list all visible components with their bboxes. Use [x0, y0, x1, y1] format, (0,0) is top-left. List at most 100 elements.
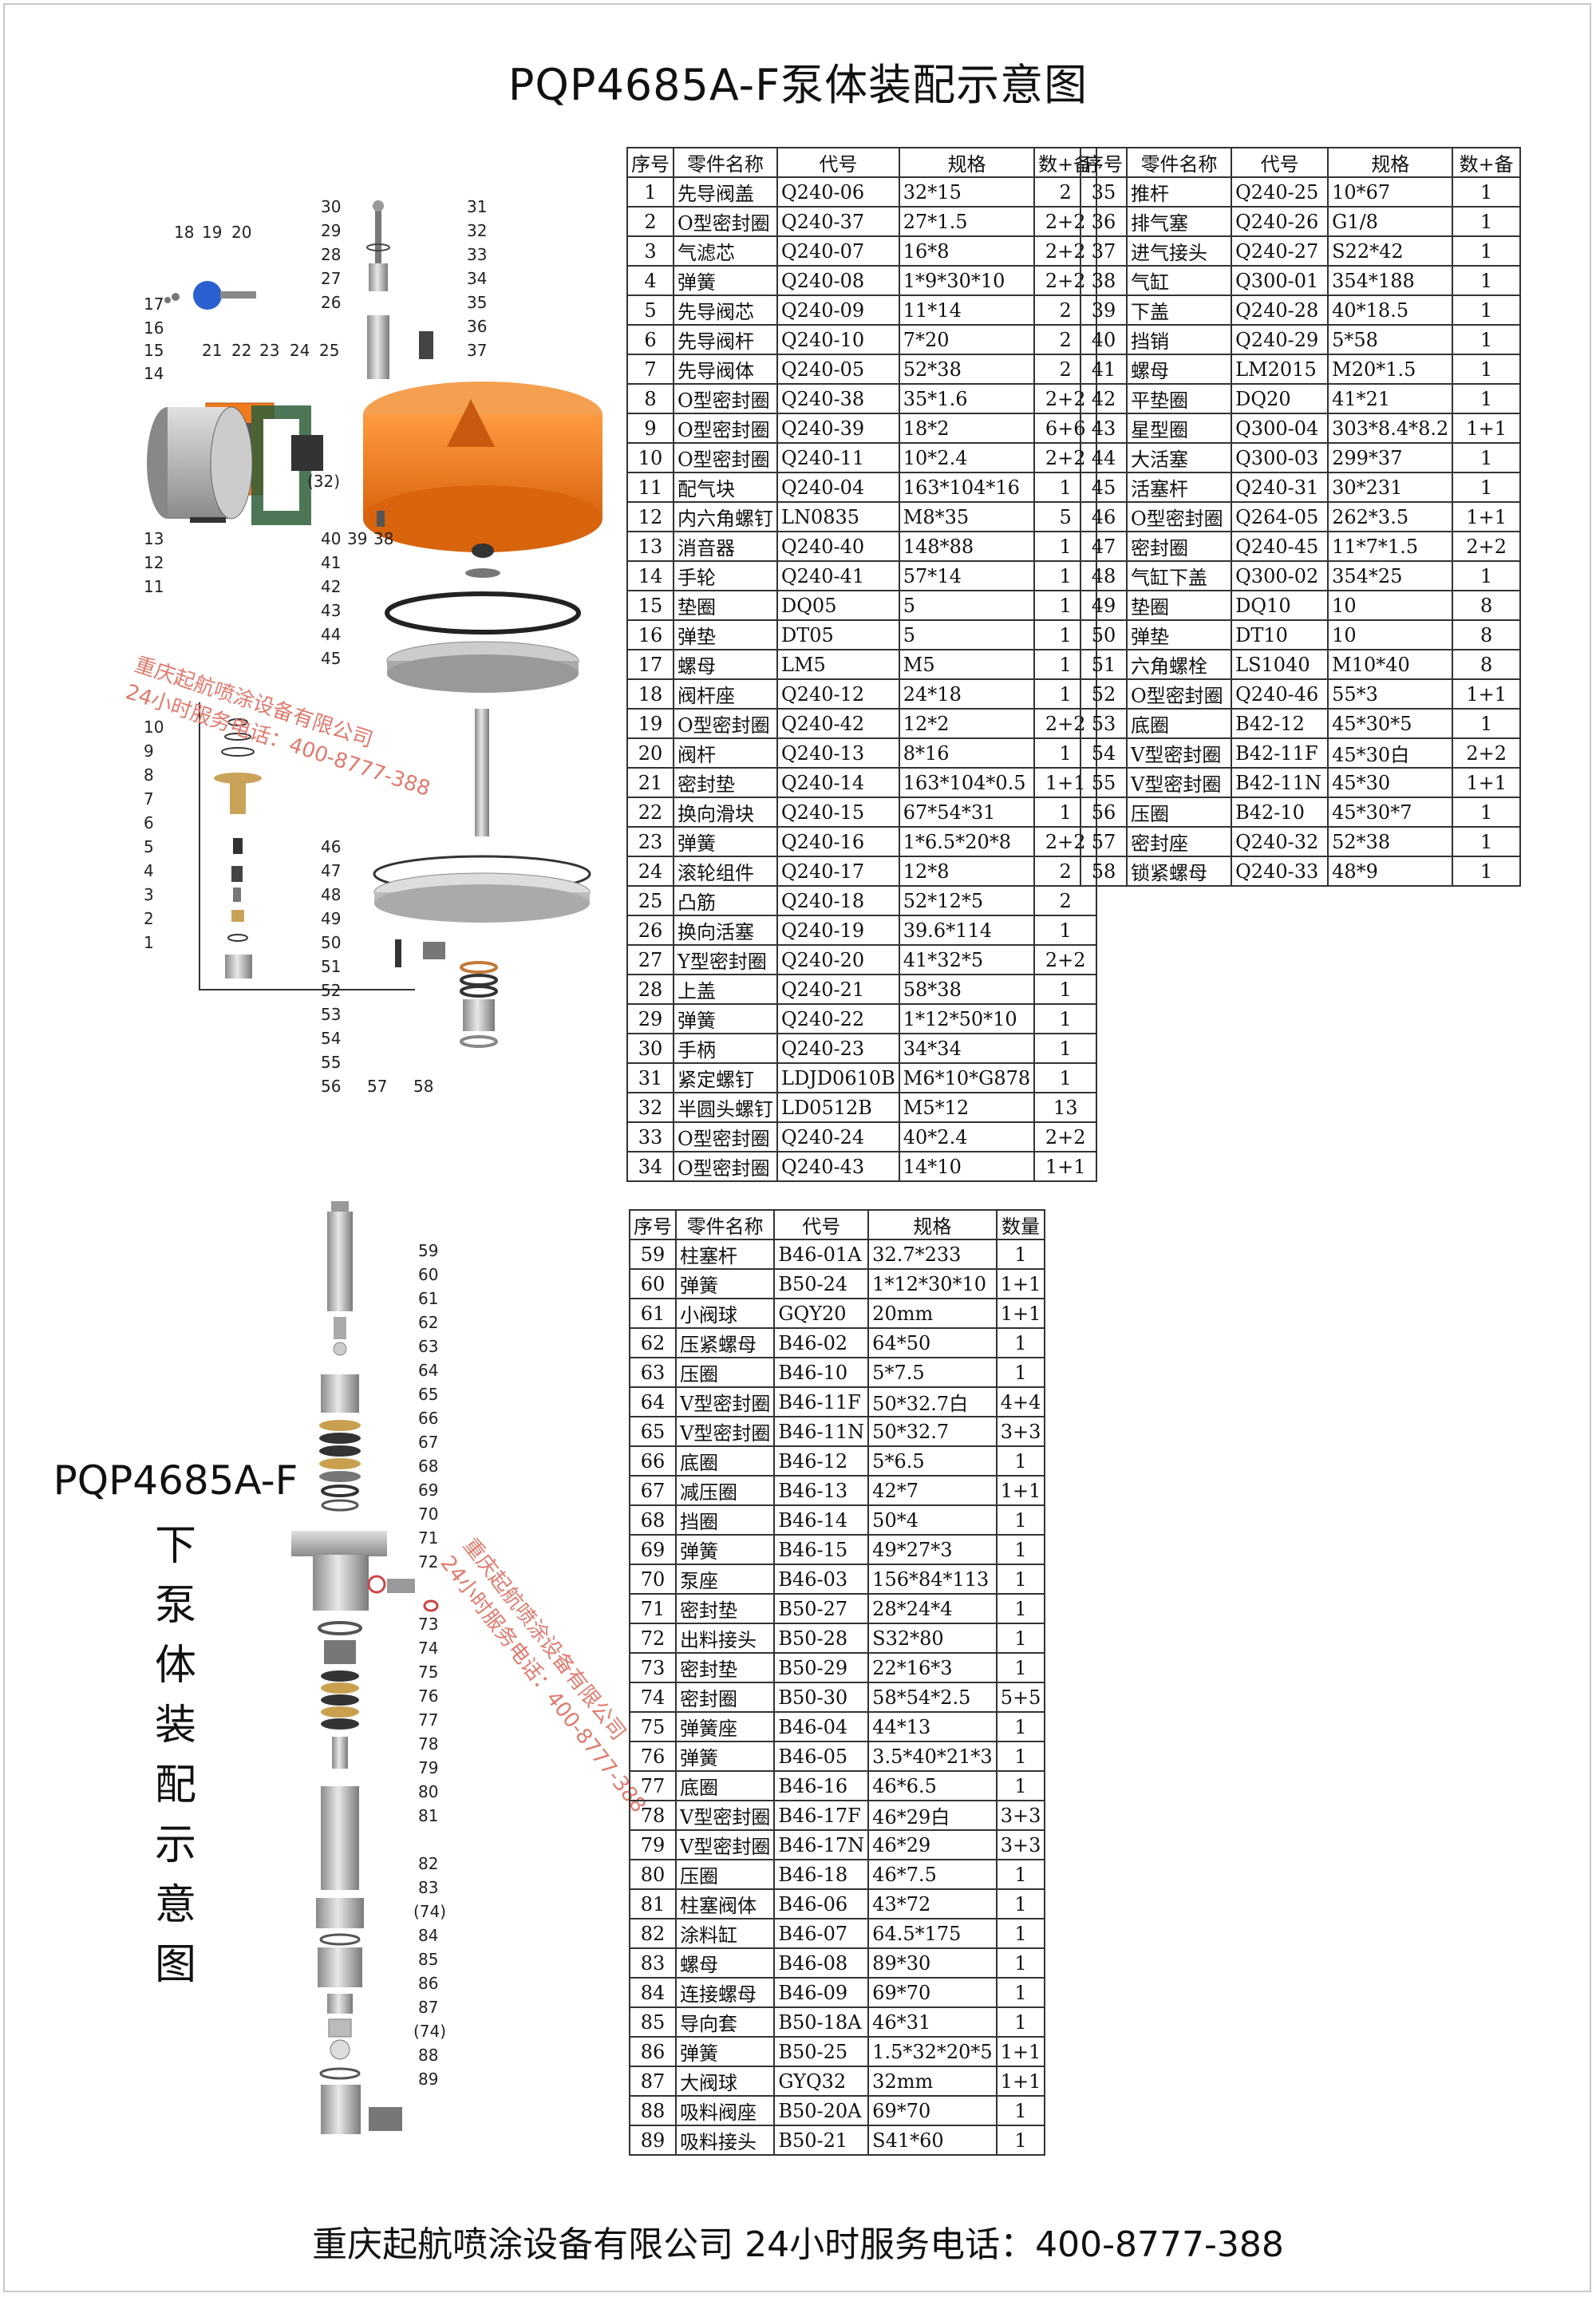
- svg-text:30: 30: [321, 197, 341, 216]
- svg-text:37: 37: [467, 341, 487, 360]
- part-spec: 48*9: [1327, 856, 1454, 887]
- svg-text:88: 88: [418, 2046, 438, 2065]
- part-no: 79: [629, 1829, 677, 1860]
- svg-text:13: 13: [144, 529, 164, 548]
- lower-title-char: 示: [154, 1821, 196, 1869]
- part-no: 21: [626, 767, 674, 798]
- svg-text:59: 59: [418, 1241, 438, 1260]
- part-spec: 10: [1327, 619, 1454, 650]
- svg-text:22: 22: [231, 341, 251, 360]
- part-no: 22: [626, 797, 674, 828]
- part-code: B50-24: [773, 1268, 870, 1299]
- part-spec: 46*6.5: [867, 1770, 998, 1801]
- part-qty: 2+2: [1452, 531, 1521, 562]
- part-qty: 1: [995, 1977, 1046, 2008]
- part-name: 密封座: [1125, 826, 1233, 857]
- part-spec: 354*188: [1327, 265, 1454, 296]
- part-no: 37: [1080, 235, 1128, 267]
- part-no: 2: [626, 206, 674, 237]
- column-header-part-qty: 数量: [995, 1209, 1046, 1240]
- part-no: 38: [1080, 265, 1128, 296]
- part-name: 螺母: [1125, 354, 1233, 385]
- part-spec: 11*7*1.5: [1327, 531, 1454, 562]
- part-no: 69: [629, 1534, 677, 1565]
- part-no: 60: [629, 1268, 677, 1299]
- part-no: 9: [626, 413, 674, 444]
- part-code: B46-18: [773, 1859, 870, 1890]
- part-spec: 12*2: [898, 708, 1036, 739]
- part-no: 81: [629, 1888, 677, 1919]
- svg-text:4: 4: [144, 861, 154, 880]
- svg-text:79: 79: [418, 1758, 438, 1777]
- svg-text:38: 38: [373, 529, 393, 548]
- part-name: 换向滑块: [673, 797, 778, 828]
- svg-text:61: 61: [418, 1289, 438, 1308]
- part-no: 36: [1080, 206, 1128, 237]
- part-code: Q240-31: [1231, 472, 1329, 503]
- svg-text:16: 16: [144, 318, 164, 338]
- part-code: B46-17F: [773, 1800, 870, 1831]
- part-spec: 354*25: [1327, 560, 1454, 591]
- part-spec: 40*2.4: [898, 1121, 1036, 1152]
- lower-callouts: 59 60 61 62 63 64 65 66 67 68 69 70 71 7…: [413, 1241, 446, 2089]
- part-code: B42-11F: [1231, 737, 1329, 769]
- svg-text:83: 83: [418, 1878, 438, 1897]
- part-name: 挡销: [1125, 324, 1233, 355]
- part-name: O型密封圈: [673, 708, 778, 739]
- part-code: B42-11N: [1231, 767, 1329, 798]
- part-name: 先导阀芯: [673, 295, 778, 326]
- part-no: 44: [1080, 442, 1128, 473]
- svg-text:73: 73: [418, 1615, 438, 1634]
- part-code: B46-09: [773, 1977, 870, 2008]
- part-name: 气缸: [1125, 265, 1233, 296]
- part-code: Q240-08: [776, 265, 900, 296]
- part-code: Q240-32: [1231, 826, 1329, 857]
- part-no: 1: [626, 176, 674, 208]
- svg-text:69: 69: [418, 1481, 438, 1500]
- part-no: 74: [629, 1682, 677, 1713]
- part-spec: 8*16: [898, 737, 1036, 769]
- pump-lower-illustration: [291, 1201, 439, 2134]
- part-no: 88: [629, 2095, 677, 2126]
- svg-text:86: 86: [418, 1974, 438, 1993]
- svg-text:25: 25: [319, 341, 339, 360]
- part-spec: 46*29白: [867, 1800, 998, 1831]
- part-qty: 1+1: [995, 2036, 1046, 2067]
- part-code: LS1040: [1231, 649, 1329, 680]
- parts-table-3-header: 序号零件名称代号规格数量: [629, 1209, 1046, 1240]
- svg-text:(74): (74): [413, 1902, 446, 1921]
- part-no: 70: [629, 1564, 677, 1595]
- part-code: LM2015: [1231, 354, 1329, 385]
- svg-text:56: 56: [321, 1077, 341, 1096]
- part-code: B46-10: [773, 1357, 870, 1388]
- svg-text:87: 87: [418, 1998, 438, 2017]
- part-name: 弹簧: [673, 265, 778, 296]
- part-name: 弹簧座: [674, 1711, 776, 1742]
- part-qty: 1+1: [995, 1268, 1046, 1299]
- part-code: Q300-01: [1231, 265, 1329, 296]
- svg-text:19: 19: [202, 223, 222, 242]
- part-no: 84: [629, 1977, 677, 2008]
- part-spec: G1/8: [1327, 206, 1454, 237]
- part-name: 小阀球: [674, 1298, 776, 1329]
- part-name: 紧定螺钉: [673, 1062, 778, 1093]
- part-code: DQ20: [1231, 383, 1329, 414]
- part-spec: 10*2.4: [898, 442, 1036, 473]
- part-qty: 1: [995, 1741, 1046, 1772]
- part-code: Q240-27: [1231, 235, 1329, 267]
- svg-text:48: 48: [321, 885, 341, 904]
- part-qty: 1: [995, 1357, 1046, 1388]
- part-spec: 299*37: [1327, 442, 1454, 473]
- part-no: 75: [629, 1711, 677, 1742]
